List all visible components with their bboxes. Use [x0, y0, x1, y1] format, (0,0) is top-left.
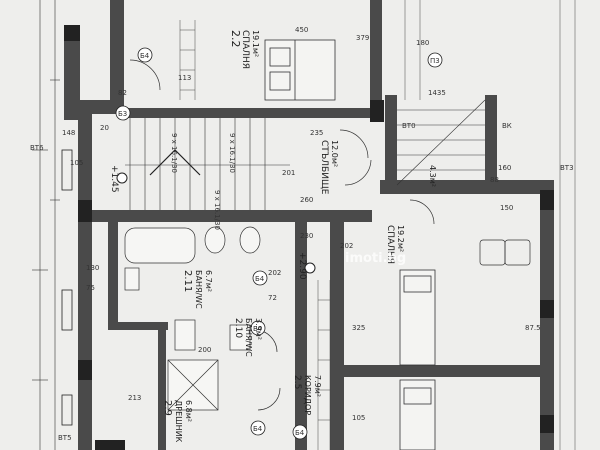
dim-text: 105	[352, 414, 365, 422]
door-swings	[129, 59, 435, 411]
dim-text: 113	[178, 74, 191, 82]
tag-vt5: ВТ5	[58, 434, 72, 442]
room-area: 6.8м²	[184, 400, 193, 422]
dim-text: 325	[352, 324, 365, 332]
dim-text: 450	[295, 26, 308, 34]
walls	[64, 0, 554, 450]
chair-2-4	[479, 239, 531, 266]
watermark: imoti.bg	[345, 251, 406, 266]
dim-text: 379	[356, 34, 369, 42]
room-2-4: СПАЛНЯ 19.2м²	[385, 225, 405, 264]
dim-text: 75	[86, 284, 95, 292]
tag-labels: Б4 Б3 Б4 Б4 Б4 Б4 П3 ВК ВТ0 ВТ3 ВТ5 ВТ6	[30, 52, 574, 442]
room-name: СПАЛНЯ	[385, 225, 395, 264]
room-area: 19.1м²	[251, 30, 260, 57]
dim-text: 87.5	[525, 324, 541, 332]
stair-arrow	[149, 149, 201, 176]
stair-note-1: 9 x 16.1/30	[228, 133, 236, 173]
room-name: БАНЯ/WC	[194, 270, 203, 309]
room-name: КОРИДОР	[303, 375, 312, 415]
tag-b4: Б4	[255, 275, 265, 283]
tag-vt3: ВТ3	[560, 164, 574, 172]
tag-b4: Б4	[253, 425, 263, 433]
level-b: +2.90	[297, 252, 307, 280]
dim-text: 82	[118, 89, 127, 97]
dim-text: 150	[500, 204, 513, 212]
dim-text: 260	[300, 196, 313, 204]
shower-2-10	[167, 319, 251, 411]
windows-left	[61, 149, 73, 426]
room-name: СПАЛНЯ	[240, 30, 250, 69]
level-text: +1.45	[109, 165, 119, 193]
dim-text: 105	[70, 159, 83, 167]
dim-text: 200	[198, 346, 211, 354]
tag-vt0: ВТ0	[402, 122, 416, 130]
tag-b3: Б3	[118, 110, 127, 118]
dim-text: 160	[498, 164, 511, 172]
left-dimension-lines	[32, 0, 60, 450]
columns	[64, 25, 554, 450]
tag-circles	[115, 47, 443, 440]
bathroom-fixtures-2-11	[124, 226, 261, 291]
dim-text: 235	[310, 129, 323, 137]
dim-text: 72	[268, 294, 277, 302]
wardrobe-2-2	[179, 20, 196, 100]
room-area: 3.9м²	[254, 318, 263, 340]
grid-lines	[404, 0, 576, 450]
dim-text: 202	[340, 242, 353, 250]
room-2-11: 2.11 БАНЯ/WC 6.7м²	[182, 270, 213, 309]
room-2-9: 2.9 ДРЕШНИК 6.8м²	[162, 400, 193, 443]
tag-vt6: ВТ6	[30, 144, 44, 152]
stair-note-3: 9 x 16.1/30	[213, 190, 221, 230]
dim-text: 230	[300, 232, 313, 240]
room-number: 2.10	[233, 318, 243, 338]
dim-text: 20	[100, 124, 109, 132]
tag-vk: ВК	[502, 122, 512, 130]
tag-b4: Б4	[140, 52, 150, 60]
room-area: 4.3м²	[428, 165, 437, 187]
room-name: ДРЕШНИК	[174, 400, 183, 443]
dim-text: 88	[490, 176, 499, 184]
room-number: 2.9	[162, 400, 173, 416]
watermark-text: imoti.bg	[345, 251, 406, 266]
level-a: +1.45	[109, 165, 119, 193]
room-number: 2.11	[182, 270, 193, 292]
level-text: +2.90	[297, 252, 307, 280]
room-2-5: 2.5 КОРИДОР 7.9м²	[292, 375, 322, 415]
room-area: 12.0м²	[330, 140, 339, 167]
dim-text: 130	[86, 264, 99, 272]
tag-b4: Б4	[253, 325, 263, 333]
room-stair: СТЪЛБИЩЕ 12.0м²	[319, 140, 339, 195]
dim-text: 213	[128, 394, 141, 402]
room-area: 6.7м²	[204, 270, 213, 292]
room-2-10: 2.10 БАНЯ/WC 3.9м²	[233, 318, 263, 357]
room-name: СТЪЛБИЩЕ	[319, 140, 329, 195]
corridor-wardrobe	[317, 280, 331, 450]
room-name: БАНЯ/WC	[244, 318, 253, 357]
room-small-stair: 4.3м²	[428, 165, 437, 187]
room-2-2: 2.2 СПАЛНЯ 19.1м²	[229, 30, 260, 69]
stair-text: 9 x 16.1/30	[228, 133, 236, 173]
stair-note-2: 9 x 16.1/30	[170, 133, 178, 173]
tag-p3: П3	[430, 57, 440, 65]
dim-text: 180	[416, 39, 429, 47]
level-markers	[116, 172, 316, 274]
stair-text: 9 x 16.1/30	[213, 190, 221, 230]
tag-b4: Б4	[295, 429, 305, 437]
stair-text: 9 x 16.1/30	[170, 133, 178, 173]
staircase-treads	[125, 118, 290, 210]
bed-room-2-2	[264, 39, 336, 101]
dim-text: 1435	[428, 89, 446, 97]
room-area: 19.2м²	[396, 225, 405, 252]
dim-text: 202	[268, 269, 281, 277]
dimension-numbers: 450 379 113 82 20 235 105 148 201 260 23…	[62, 26, 541, 422]
room-area: 7.9м²	[313, 375, 322, 397]
dim-text: 201	[282, 169, 295, 177]
dim-text: 148	[62, 129, 75, 137]
room-number: 2.2	[229, 30, 242, 48]
small-stair	[396, 99, 486, 186]
room-number: 2.5	[292, 375, 302, 389]
beds-room-2-4	[399, 269, 436, 450]
